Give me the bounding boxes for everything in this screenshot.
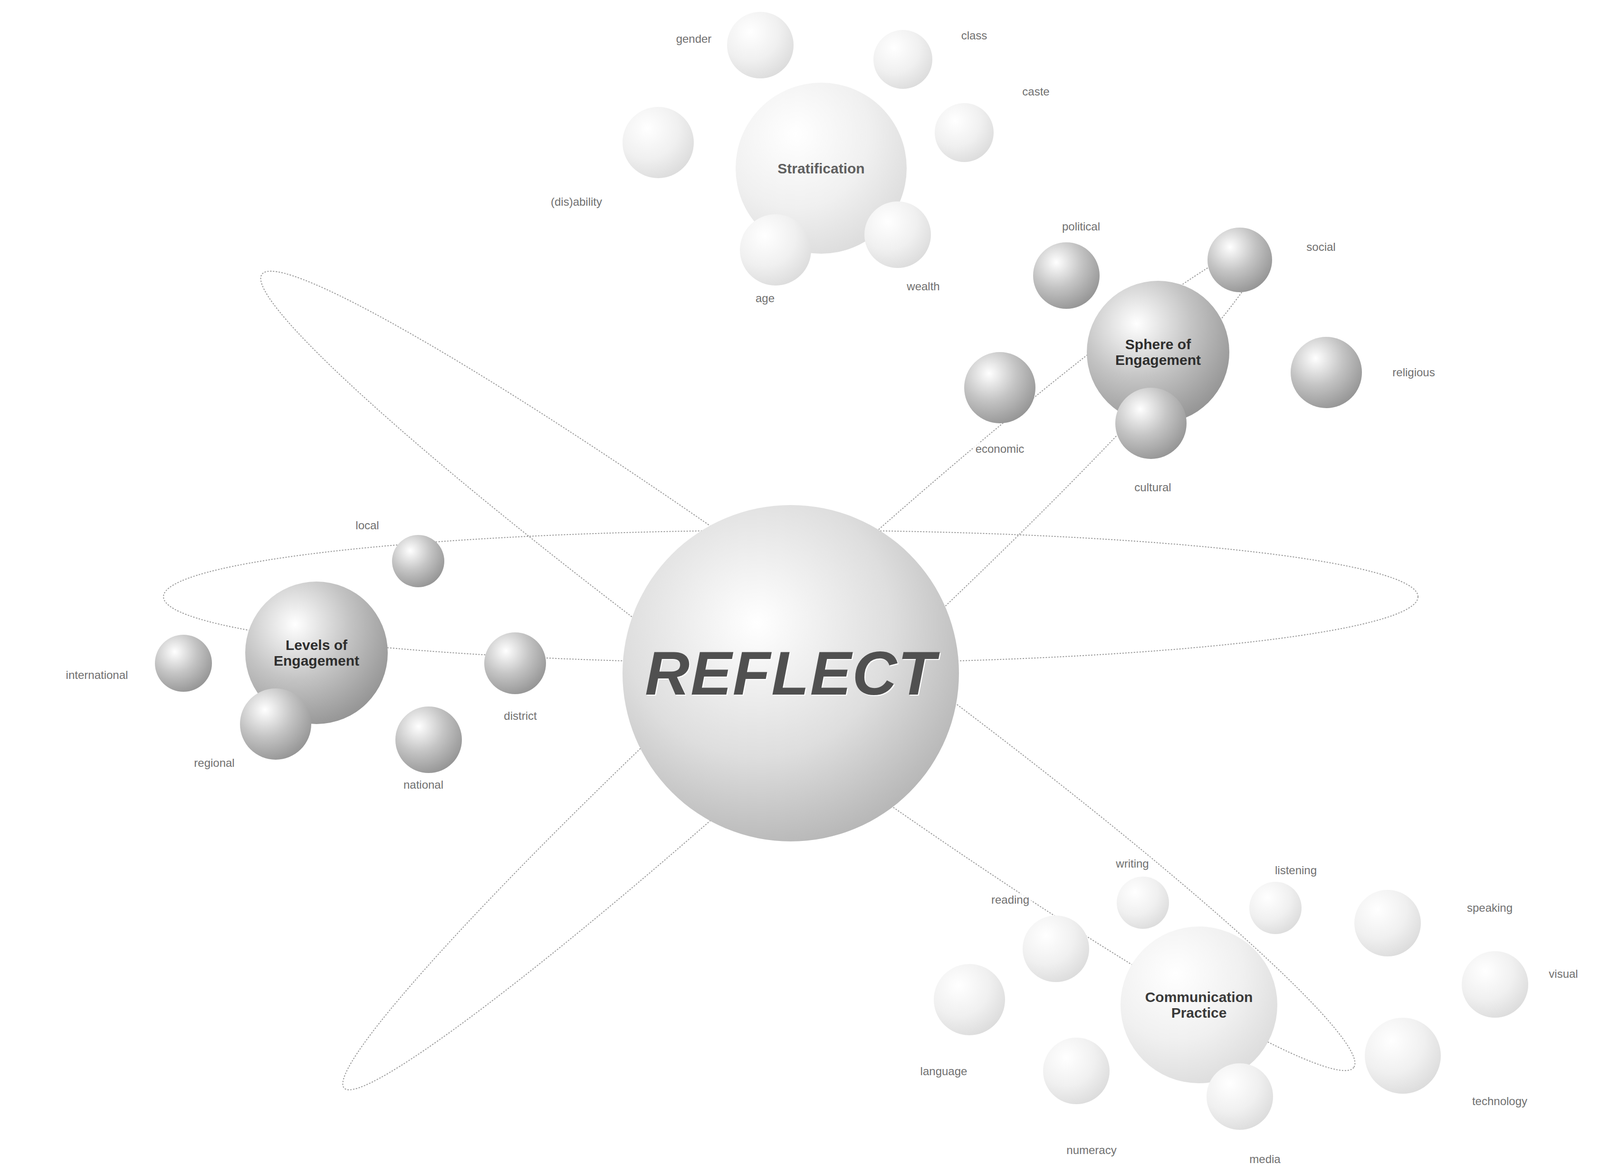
satellite-label: gender	[674, 32, 714, 46]
satellite-sphere: visual	[1461, 951, 1529, 1018]
satellite-sphere: technology	[1364, 1017, 1441, 1094]
satellite-sphere: language	[933, 964, 1006, 1036]
satellite-label: cultural	[1132, 480, 1173, 495]
satellite-sphere: international	[154, 634, 212, 692]
satellite-sphere: media	[1206, 1063, 1274, 1131]
satellite-sphere: reading	[1022, 915, 1090, 983]
satellite-label: media	[1247, 1152, 1283, 1167]
satellite-label: (dis)ability	[548, 195, 604, 209]
satellite-sphere: economic	[964, 352, 1036, 424]
satellite-sphere: cultural	[1115, 387, 1187, 460]
orbit-ellipse	[225, 224, 1390, 1118]
satellite-label: technology	[1470, 1094, 1530, 1109]
satellite-label: economic	[973, 442, 1027, 456]
satellite-label: wealth	[904, 279, 942, 294]
satellite-sphere: national	[395, 706, 462, 774]
satellite-label: age	[753, 291, 777, 306]
satellite-label: visual	[1546, 967, 1580, 981]
satellite-sphere: social	[1207, 227, 1273, 293]
satellite-label: numeracy	[1064, 1143, 1119, 1158]
satellite-sphere: political	[1033, 242, 1100, 309]
satellite-sphere: district	[484, 632, 547, 695]
satellite-sphere: listening	[1249, 881, 1302, 935]
orbit-ellipse	[308, 208, 1298, 1127]
satellite-label: local	[353, 518, 381, 533]
hub-label: Sphere of Engagement	[1106, 336, 1210, 368]
core-title: REFLECT	[644, 639, 937, 708]
hub-label: Communication Practice	[1141, 989, 1256, 1021]
satellite-sphere: writing	[1116, 876, 1169, 930]
satellite-sphere: gender	[727, 11, 794, 79]
satellite-label: listening	[1273, 863, 1319, 878]
satellite-sphere: class	[873, 29, 933, 89]
satellite-label: speaking	[1465, 901, 1515, 915]
satellite-sphere: regional	[239, 688, 312, 760]
satellite-label: caste	[1020, 85, 1052, 99]
satellite-label: regional	[191, 756, 237, 770]
satellite-sphere: local	[392, 535, 445, 588]
hub-sphere: Communication Practice	[1120, 926, 1278, 1084]
satellite-sphere: (dis)ability	[622, 106, 694, 179]
hub-label: Levels of Engagement	[264, 637, 369, 669]
satellite-label: religious	[1390, 365, 1437, 380]
satellite-sphere: religious	[1290, 336, 1362, 409]
satellite-label: writing	[1113, 857, 1151, 871]
satellite-label: reading	[989, 893, 1032, 907]
satellite-label: national	[401, 778, 446, 792]
satellite-sphere: age	[739, 214, 812, 286]
satellite-sphere: speaking	[1354, 890, 1421, 957]
satellite-label: international	[64, 668, 131, 682]
satellite-sphere: caste	[934, 103, 994, 163]
satellite-sphere: numeracy	[1043, 1037, 1110, 1105]
hub-label: Stratification	[777, 160, 865, 177]
satellite-label: political	[1060, 220, 1102, 234]
core-sphere: REFLECT	[622, 505, 959, 842]
satellite-label: language	[918, 1064, 970, 1079]
satellite-label: social	[1304, 240, 1338, 254]
satellite-label: class	[959, 28, 990, 43]
satellite-sphere: wealth	[864, 201, 931, 269]
satellite-label: district	[501, 709, 539, 723]
